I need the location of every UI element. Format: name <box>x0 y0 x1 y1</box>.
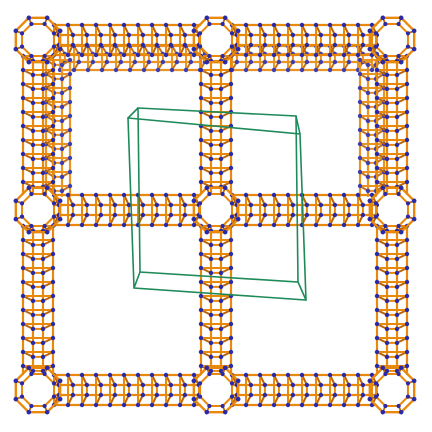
joint-ring-0-0 <box>13 15 63 65</box>
tube-back-top-left <box>57 43 208 73</box>
tube-left-upper <box>20 53 56 196</box>
tube-right-upper <box>374 53 410 196</box>
joint-ring-1-1 <box>191 185 241 235</box>
framework <box>13 15 417 415</box>
tube-mid-left <box>51 192 202 228</box>
joint-ring-1-0 <box>191 15 241 65</box>
joint-ring-2-0 <box>367 15 417 65</box>
tube-right-lower <box>374 223 410 376</box>
joint-ring-0-1 <box>13 185 63 235</box>
tube-bottom-right <box>229 372 380 408</box>
joint-ring-1-2 <box>191 365 241 415</box>
joint-ring-2-2 <box>367 365 417 415</box>
joint-ring-0-2 <box>13 365 63 415</box>
tube-top-right <box>229 22 380 58</box>
tube-left-lower <box>20 223 56 376</box>
unit-cell <box>127 107 307 301</box>
tube-mid-right <box>229 192 380 228</box>
joint-ring-2-1 <box>367 185 417 235</box>
tube-center-lower <box>198 223 234 376</box>
tube-center-upper <box>198 53 234 196</box>
tube-bottom-left <box>51 372 202 408</box>
